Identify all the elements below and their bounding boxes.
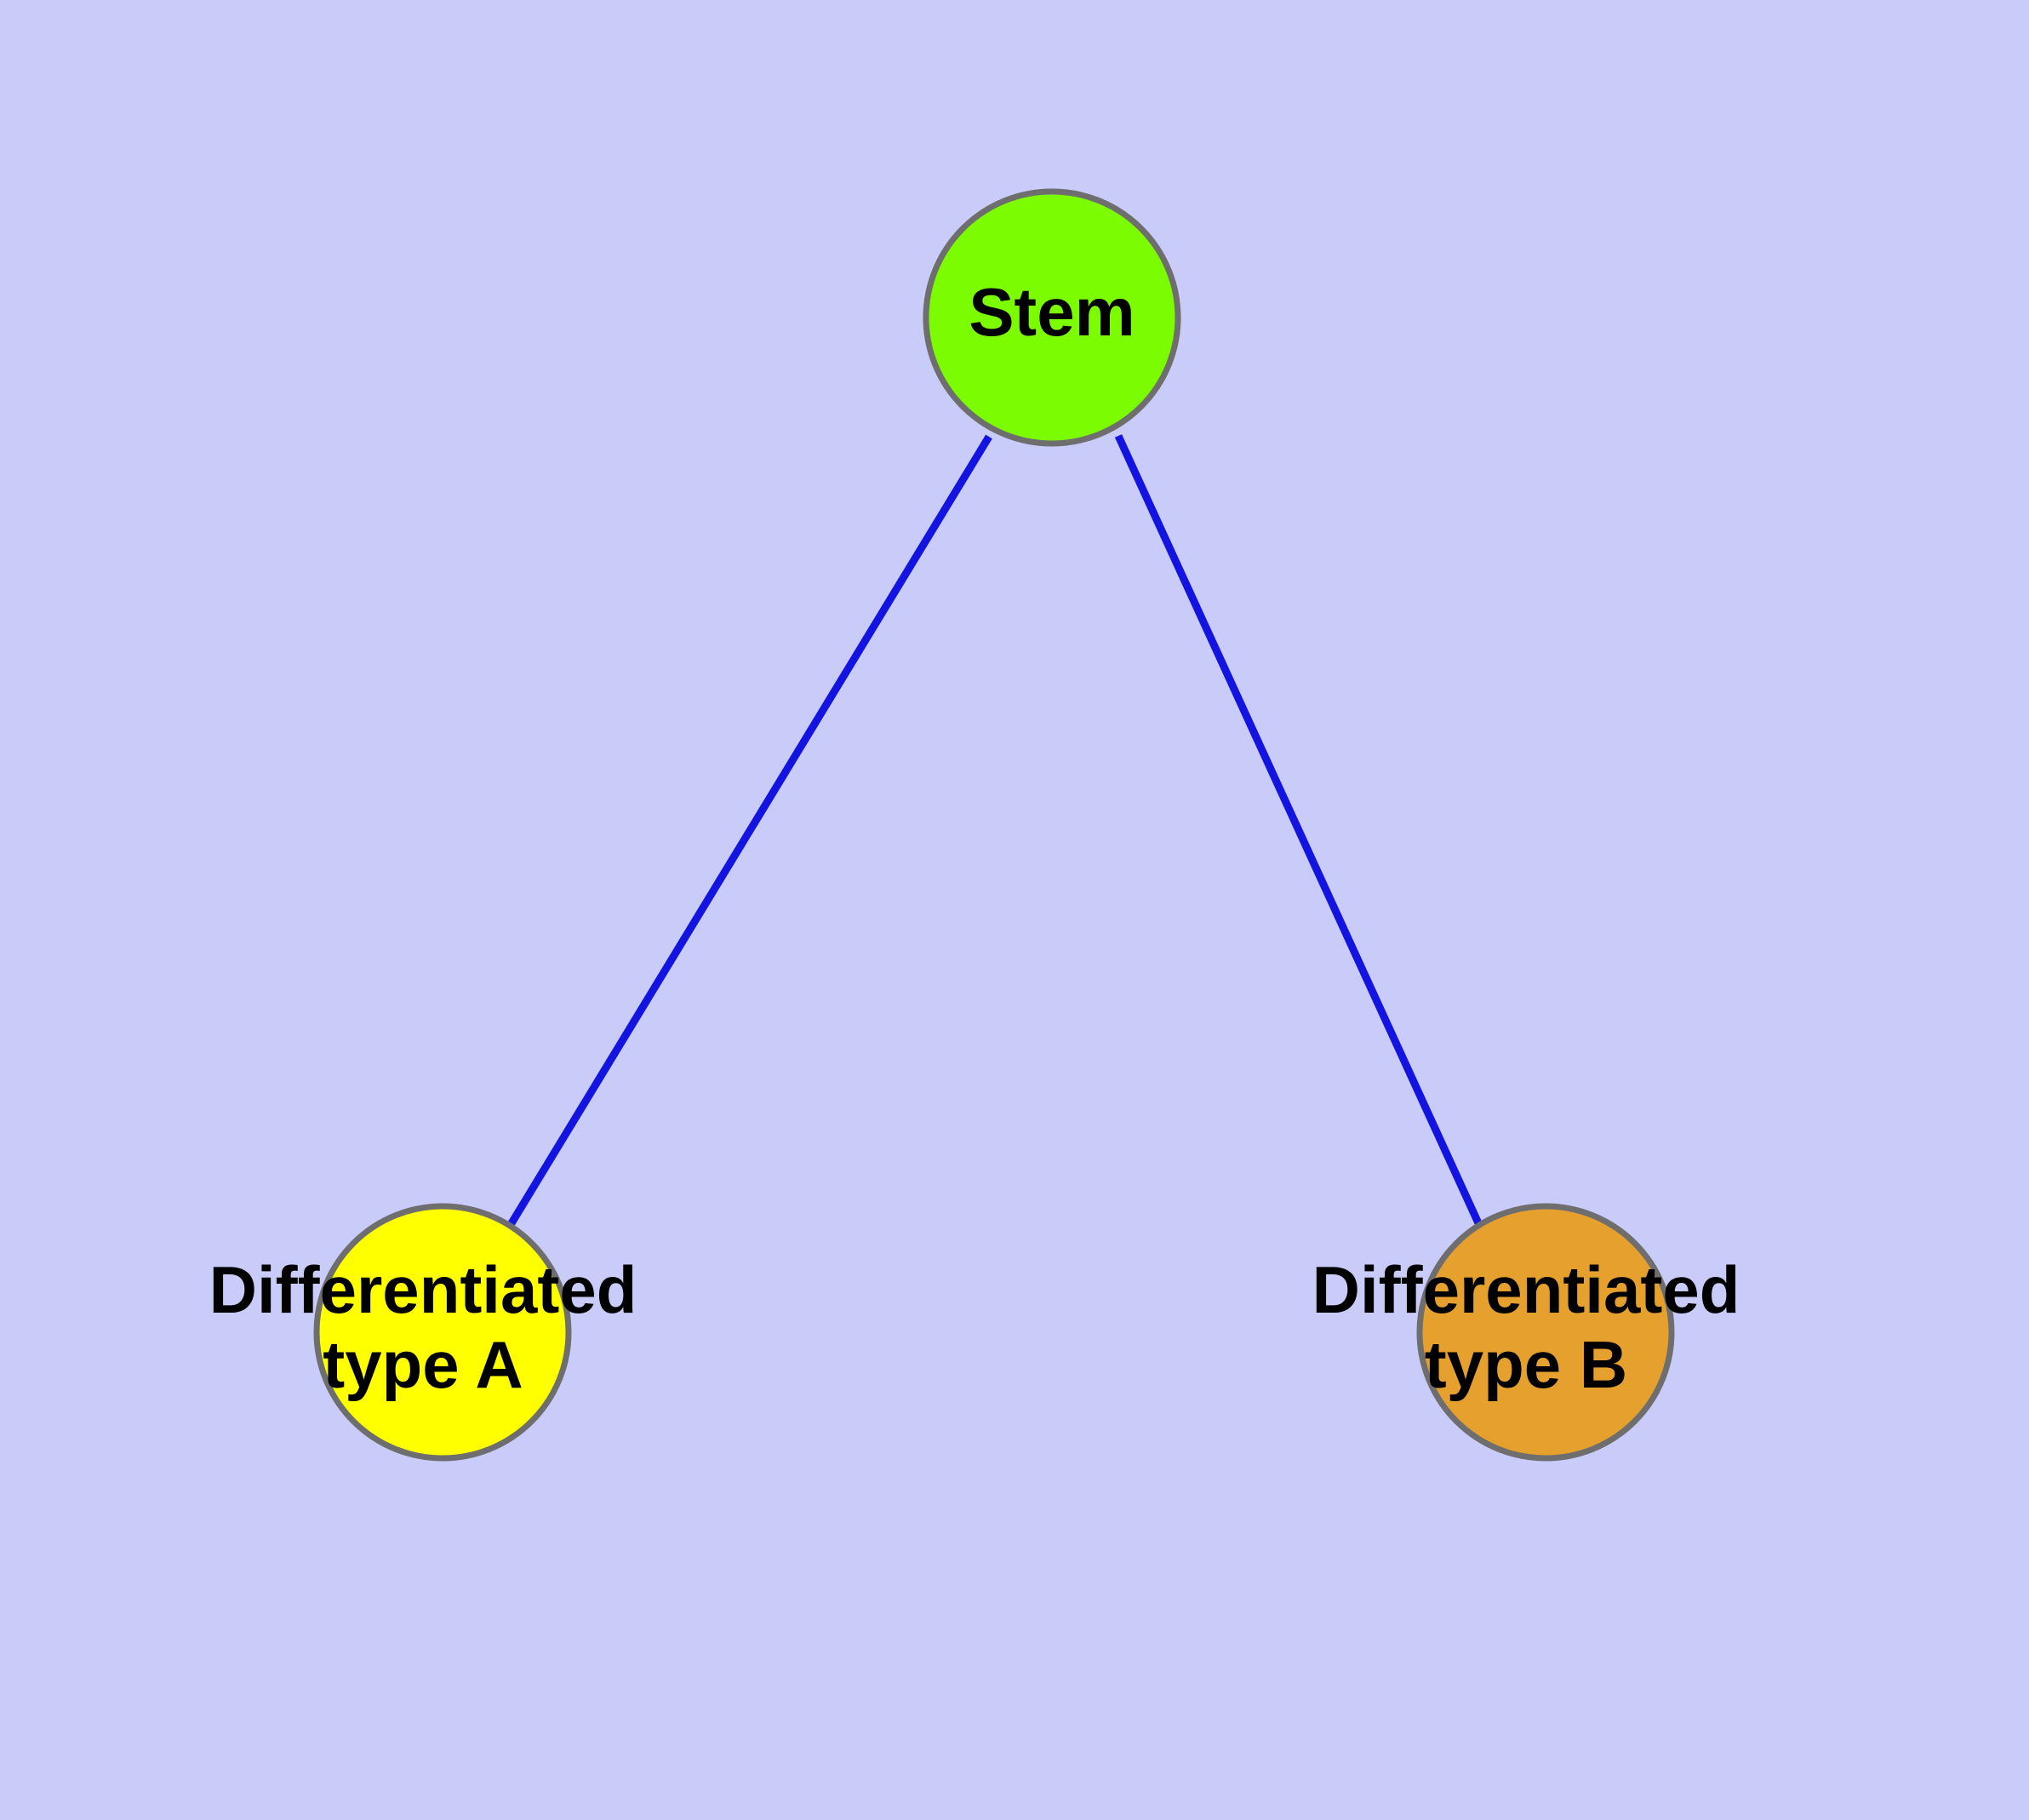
node-label-line: type A <box>323 1327 523 1402</box>
node-circle-differentiated-type-a[interactable] <box>313 1203 572 1462</box>
node-stem[interactable] <box>923 188 1181 447</box>
edge-stem-to-differentiated-a[interactable] <box>508 434 992 1226</box>
node-label-line: Differentiated <box>209 1252 637 1327</box>
node-label-line: type B <box>1425 1327 1627 1402</box>
edges-group <box>508 434 1483 1227</box>
node-differentiated-type-b[interactable] <box>1416 1203 1675 1462</box>
node-label-stem: Stem <box>969 274 1135 350</box>
node-label-line: Differentiated <box>1312 1252 1740 1327</box>
nodes-group <box>313 188 1675 1462</box>
node-circle-stem[interactable] <box>923 188 1181 447</box>
node-differentiated-type-a[interactable] <box>313 1203 572 1462</box>
edge-stem-to-differentiated-b[interactable] <box>1114 434 1483 1227</box>
node-circle-differentiated-type-b[interactable] <box>1416 1203 1675 1462</box>
node-label-line: Stem <box>969 274 1135 350</box>
